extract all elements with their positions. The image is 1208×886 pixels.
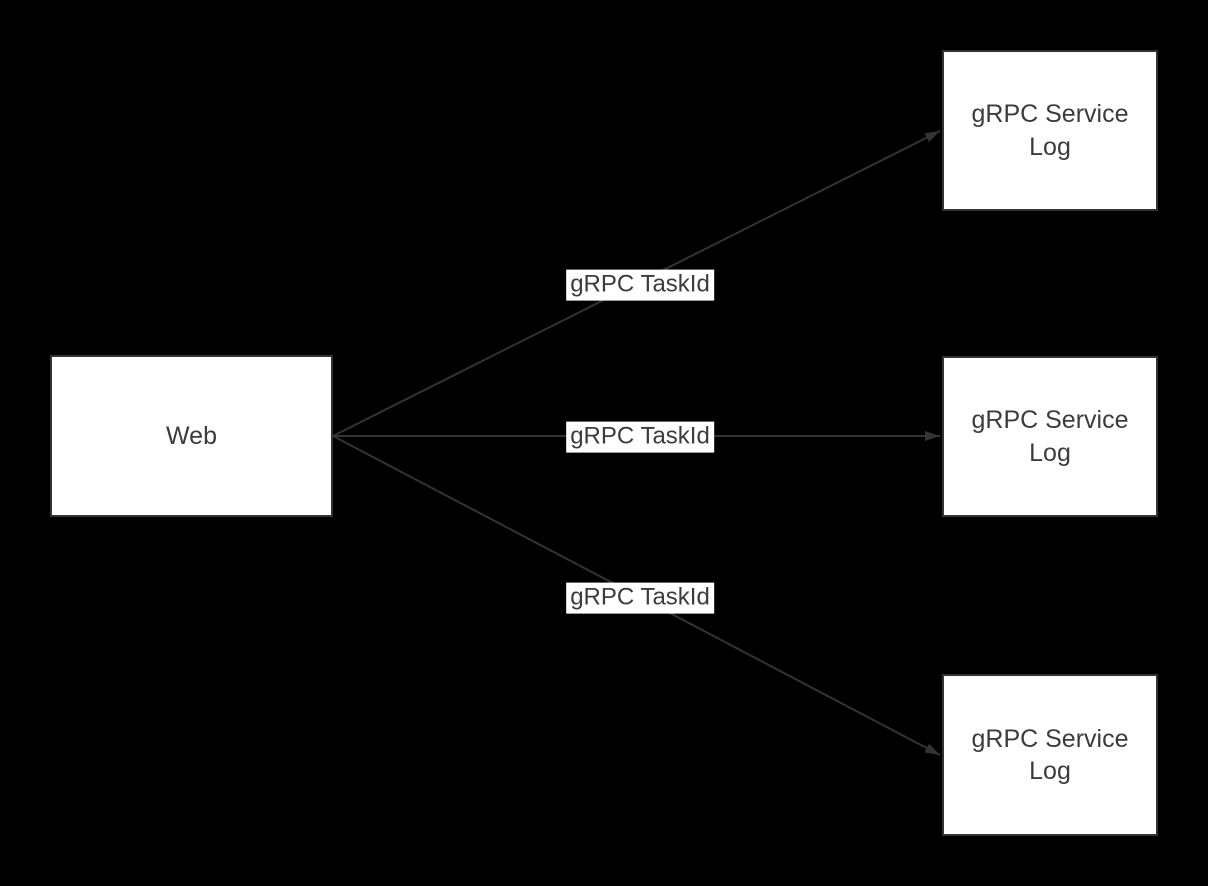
edge-label-grpc-taskid-3: gRPC TaskId bbox=[566, 582, 714, 614]
node-grpc-service-log-1-label: gRPC Service Log bbox=[971, 100, 1129, 161]
node-web[interactable]: Web bbox=[50, 355, 333, 517]
node-grpc-service-log-2[interactable]: gRPC Service Log bbox=[942, 356, 1158, 517]
edge-label-grpc-taskid-1: gRPC TaskId bbox=[566, 269, 714, 301]
node-web-label: Web bbox=[166, 421, 217, 450]
node-grpc-service-log-3-label: gRPC Service Log bbox=[971, 724, 1129, 786]
node-grpc-service-log-1[interactable]: gRPC Service Log bbox=[942, 50, 1158, 211]
edge-label-grpc-taskid-2: gRPC TaskId bbox=[566, 421, 714, 453]
node-grpc-service-log-3[interactable]: gRPC Service Log bbox=[942, 674, 1158, 836]
node-grpc-service-log-2-label: gRPC Service Log bbox=[971, 406, 1129, 467]
